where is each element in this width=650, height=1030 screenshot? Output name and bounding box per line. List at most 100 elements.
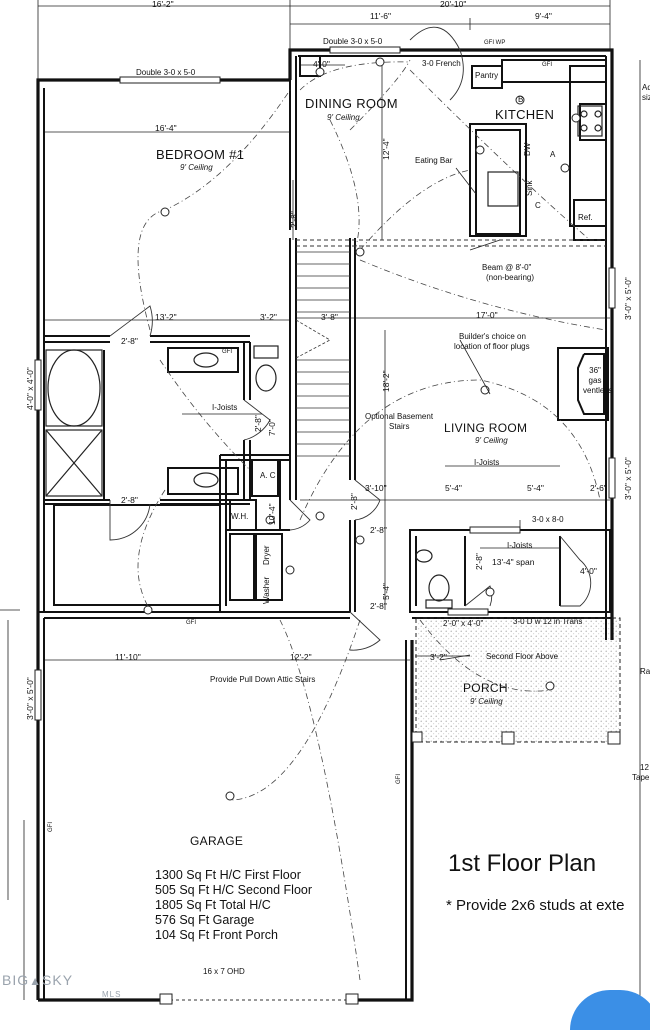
dim-top-total: 20'-10" — [440, 0, 467, 9]
dim-laundry-depth: 10'-4" — [267, 503, 277, 525]
porch-posts — [411, 731, 621, 745]
dim-stair-width: 3'-8" — [321, 312, 338, 322]
living-room-ceiling: 9' Ceiling — [475, 436, 508, 445]
stat-total: 1805 Sq Ft Total H/C — [155, 898, 271, 912]
dim-garage-window: 3'-0" x 5'-0" — [25, 677, 35, 720]
ref-label: Ref. — [578, 213, 593, 222]
ijoists-living-label: I-Joists — [474, 458, 500, 467]
dim-bedroom-bottom-left: 13'-2" — [155, 312, 177, 322]
dim-powder-span: 13'-4" span — [492, 557, 535, 567]
stairs — [295, 251, 350, 457]
dim-left-window: 4'-0" x 4'-0" — [25, 367, 35, 410]
dim-living-corner: 2'-6" — [590, 483, 607, 493]
dim-garage-right: 12'-2" — [290, 652, 312, 662]
dim-living-right: 5'-4" — [527, 483, 544, 493]
dim-window-offset: 4'-0" — [313, 59, 330, 69]
dim-living-left: 5'-4" — [445, 483, 462, 493]
kitchen-marker-c: C — [535, 201, 541, 210]
dining-room-ceiling: 9' Ceiling — [327, 113, 360, 122]
ijoists-bath-label: I-Joists — [212, 403, 238, 412]
dim-laundry-bottom-door: 2'-8" — [370, 601, 387, 611]
top-dimension-lines — [37, 0, 611, 661]
beam-label: Beam @ 8'-0" — [482, 263, 532, 272]
leader-arrows — [182, 167, 560, 661]
dim-living-width: 17'-0" — [476, 310, 498, 320]
kitchen-name: KITCHEN — [495, 107, 555, 122]
right-edge-text-a: Ad — [642, 83, 650, 92]
dim-laundry-hall-door: 2'-8" — [349, 493, 359, 510]
bath-fixtures — [45, 105, 603, 609]
right-edge-ra: Ra — [640, 667, 650, 676]
windows — [34, 46, 616, 721]
beam-sub-label: (non-bearing) — [486, 273, 535, 282]
right-edge-12: 12 — [640, 763, 649, 772]
mountain-icon: ▲ — [29, 974, 43, 988]
square-footage-list: 1300 Sq Ft H/C First Floor 505 Sq Ft H/C… — [155, 868, 312, 943]
porch-hatch — [418, 618, 620, 742]
eating-bar-label: Eating Bar — [415, 156, 453, 165]
dim-laundry-door-top: 2'-8" — [121, 495, 138, 505]
dim-porch-offset: 3'-2" — [430, 652, 447, 662]
front-door-label: 3-0 D w 12 in Trans — [513, 617, 583, 626]
dim-dining-depth: 12'-4" — [381, 138, 391, 160]
dim-top-mid: 11'-6" — [370, 11, 392, 21]
dim-bedroom-bottom-right: 3'-2" — [260, 312, 277, 322]
stat-second-floor: 505 Sq Ft H/C Second Floor — [155, 883, 313, 897]
porch-outline — [415, 617, 621, 743]
stud-note: * Provide 2x6 studs at exte — [446, 897, 625, 914]
dim-bedroom-width: 16'-4" — [155, 123, 177, 133]
bedroom-window-label: Double 3-0 x 5-0 — [136, 68, 196, 77]
garage-gfi-right: GFI — [396, 774, 402, 784]
dim-dining-wall: 2'-8" — [289, 211, 299, 228]
dim-hall-door-bottom: 2'-8" — [370, 525, 387, 535]
watermark-badge: MLS — [102, 990, 122, 999]
watermark-brand-right: SKY — [42, 972, 74, 988]
porch-name: PORCH — [463, 681, 508, 695]
ijoists-hall-label: I-Joists — [507, 541, 533, 550]
dim-closet-door: 2'-8" — [253, 415, 263, 432]
kitchen-marker-a: A — [550, 150, 556, 159]
door-3x8-label: 3-0 x 8-0 — [532, 515, 564, 524]
dim-bath-door: 2'-8" — [121, 336, 138, 346]
attic-stairs-label: Provide Pull Down Attic Stairs — [210, 675, 316, 684]
second-floor-label: Second Floor Above — [486, 652, 559, 661]
dim-garage-left: 11'-10" — [115, 652, 141, 662]
dim-living-depth: 18'-2" — [381, 370, 391, 392]
kitchen-marker-b: B — [518, 95, 524, 104]
dim-right-window-top: 3'-0" x 5'-0" — [623, 277, 633, 320]
garage-door-label: 16 x 7 OHD — [203, 967, 245, 976]
stat-first-floor: 1300 Sq Ft H/C First Floor — [155, 868, 301, 882]
right-edge-text-b: siz — [642, 93, 650, 102]
dining-window-label: Double 3-0 x 5-0 — [323, 37, 383, 46]
washer-label: Washer — [262, 576, 271, 604]
watermark: BIG▲SKY MLS — [2, 972, 120, 999]
stat-garage: 576 Sq Ft Garage — [155, 913, 255, 927]
dining-room-name: DINING ROOM — [305, 96, 398, 111]
basement-stairs-label-2: Stairs — [389, 422, 410, 431]
garage-door-frame — [159, 993, 173, 1005]
plan-title: 1st Floor Plan — [448, 850, 597, 877]
bedroom-name: BEDROOM #1 — [156, 147, 245, 162]
living-room-name: LIVING ROOM — [444, 421, 528, 435]
gfi-label: GFI — [542, 62, 552, 68]
builder-choice-label-2: location of floor plugs — [454, 342, 530, 351]
electrical-circuits — [137, 59, 607, 981]
dim-closet-depth: 4'-0" — [580, 566, 597, 576]
watermark-brand-left: BIG — [2, 972, 30, 988]
stat-porch: 104 Sq Ft Front Porch — [155, 928, 278, 942]
bath-gfi-label: GFI — [222, 349, 232, 355]
dim-hall-length: 5'-4" — [381, 583, 391, 600]
sink-label: Sink — [525, 180, 534, 196]
bedroom-ceiling: 9' Ceiling — [180, 163, 213, 172]
garage-door-frame — [345, 993, 359, 1005]
gfi-wp-label: GFI WP — [484, 40, 506, 46]
dim-powder-door: 2'-8" — [474, 553, 484, 570]
dim-top-left: 16'-2" — [152, 0, 174, 9]
right-edge-dims — [0, 60, 641, 1008]
builder-choice-label: Builder's choice on — [459, 332, 526, 341]
porch-window-label: 2'-0" x 4'-0" — [443, 619, 484, 628]
basement-stairs-label: Optional Basement — [365, 412, 434, 421]
dim-top-right: 9'-4" — [535, 11, 552, 21]
garage-name: GARAGE — [190, 834, 244, 848]
dryer-label: Dryer — [262, 545, 271, 565]
